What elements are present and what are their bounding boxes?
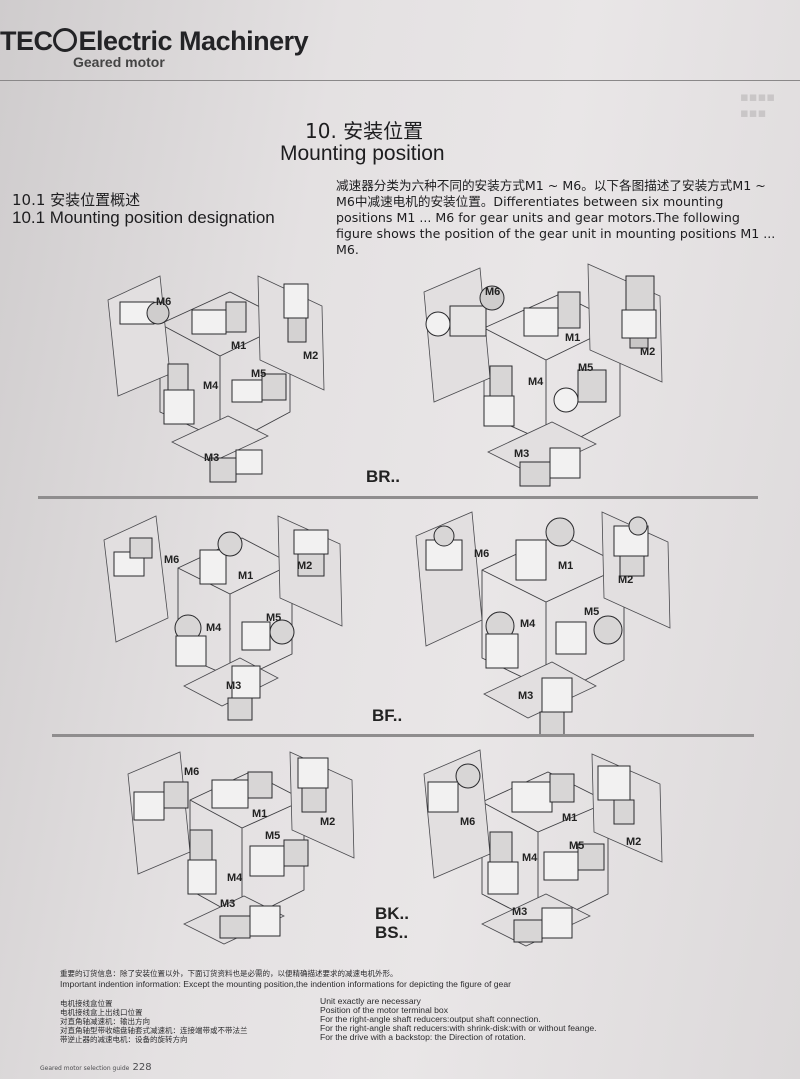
section-divider-2 bbox=[52, 734, 754, 737]
label-m6: M6 bbox=[460, 816, 476, 828]
label-m2: M2 bbox=[640, 346, 656, 358]
section-heading-en: 10.1 Mounting position designation bbox=[12, 208, 275, 227]
label-m2: M2 bbox=[320, 816, 336, 828]
label-m6: M6 bbox=[184, 766, 200, 778]
label-m4: M4 bbox=[203, 380, 219, 392]
requirement-en-3: For the right-angle shaft reducers:outpu… bbox=[320, 1014, 541, 1024]
section-divider-1 bbox=[38, 496, 758, 499]
diagram-bk-foot: M6 M1 M2 M5 M4 M3 bbox=[124, 748, 360, 958]
label-m1: M1 bbox=[562, 812, 578, 824]
label-m3: M3 bbox=[204, 452, 220, 464]
label-m5: M5 bbox=[578, 362, 594, 374]
diagram-bf-flange: M6 M1 M2 M4 M5 M3 bbox=[410, 510, 680, 742]
section-heading-cn: 10.1 安装位置概述 bbox=[12, 191, 141, 209]
guide-title: Geared motor selection guide bbox=[40, 1065, 130, 1072]
br-foot-drawing bbox=[107, 275, 325, 483]
label-m1: M1 bbox=[252, 808, 268, 820]
series-label-bk-bs: BK.. BS.. bbox=[375, 904, 409, 942]
label-m6: M6 bbox=[164, 554, 180, 566]
series-label-bk: BK.. bbox=[375, 904, 409, 923]
bleed-through-text: ▪▪▪▪▪▪▪ bbox=[740, 90, 776, 121]
label-m4: M4 bbox=[528, 376, 544, 388]
label-m5: M5 bbox=[266, 612, 282, 624]
label-m6: M6 bbox=[156, 296, 172, 308]
bf-foot-drawing bbox=[103, 515, 343, 721]
requirement-cn-2: 电机接线盒上出线口位置 bbox=[60, 1008, 143, 1017]
label-m4: M4 bbox=[522, 852, 538, 864]
brand-circle-icon bbox=[52, 28, 77, 52]
bk-foot-drawing bbox=[127, 751, 355, 945]
requirement-en-2: Position of the motor terminal box bbox=[320, 1005, 449, 1015]
bf-flange-drawing bbox=[415, 511, 671, 737]
label-m3: M3 bbox=[220, 898, 236, 910]
requirement-en-5: For the drive with a backstop: the Direc… bbox=[320, 1032, 526, 1042]
label-m5: M5 bbox=[251, 368, 267, 380]
requirement-en-4: For the right-angle shaft reducers:with … bbox=[320, 1023, 597, 1033]
label-m3: M3 bbox=[518, 690, 534, 702]
label-m6: M6 bbox=[474, 548, 490, 560]
label-m4: M4 bbox=[206, 622, 222, 634]
notice-cn: 重要的订货信息：除了安装位置以外，下面订货资料也是必需的，以便精确描述要求的减速… bbox=[60, 969, 398, 978]
label-m1: M1 bbox=[565, 332, 581, 344]
br-flange-drawing bbox=[423, 263, 663, 487]
header-divider bbox=[0, 80, 800, 81]
page-title-cn: 10. 安装位置 bbox=[305, 119, 424, 143]
label-m4: M4 bbox=[520, 618, 536, 630]
diagram-bk-flange: M6 M1 M2 M5 M4 M3 bbox=[420, 748, 670, 960]
intro-paragraph: 减速器分类为六种不同的安装方式M1 ~ M6。以下各图描述了安装方式M1 ~ M… bbox=[336, 178, 776, 257]
diagram-bf-foot: M6 M1 M2 M4 M5 M3 bbox=[100, 510, 350, 730]
label-m3: M3 bbox=[512, 906, 528, 918]
series-label-bf: BF.. bbox=[372, 706, 403, 725]
label-m3: M3 bbox=[514, 448, 530, 460]
label-m2: M2 bbox=[626, 836, 642, 848]
requirement-en-1: Unit exactly are necessary bbox=[320, 996, 421, 1006]
notice-en: Important indention information: Except … bbox=[60, 979, 511, 989]
diagram-br-foot: M6 M1 M2 M4 M5 M3 bbox=[100, 262, 340, 502]
series-label-bs: BS.. bbox=[375, 923, 409, 942]
label-m5: M5 bbox=[584, 606, 600, 618]
label-m3: M3 bbox=[226, 680, 242, 692]
label-m1: M1 bbox=[558, 560, 574, 572]
label-m5: M5 bbox=[265, 830, 281, 842]
label-m2: M2 bbox=[303, 350, 319, 362]
label-m5: M5 bbox=[569, 840, 585, 852]
page-title-en: Mounting position bbox=[280, 142, 445, 165]
label-m6: M6 bbox=[485, 286, 501, 298]
label-m1: M1 bbox=[231, 340, 247, 352]
requirement-cn-5: 带逆止器的减速电机：设备的旋转方向 bbox=[60, 1035, 188, 1044]
label-m1: M1 bbox=[238, 570, 254, 582]
series-label-br: BR.. bbox=[366, 467, 400, 486]
diagram-br-flange: M6 M1 M2 M4 M5 M3 bbox=[420, 262, 670, 502]
label-m2: M2 bbox=[297, 560, 313, 572]
header-subtitle: Geared motor bbox=[73, 54, 165, 70]
page-number: 228 bbox=[132, 1062, 152, 1073]
bk-flange-drawing bbox=[423, 749, 663, 947]
page-footer: Geared motor selection guide 228 bbox=[40, 1062, 152, 1073]
requirement-cn-4: 对直角轴型带收缩盘轴套式减速机：连接端带或不带法兰 bbox=[60, 1026, 248, 1035]
requirement-cn-3: 对直角轴减速机：输出方向 bbox=[60, 1017, 150, 1026]
label-m2: M2 bbox=[618, 574, 634, 586]
requirement-cn-1: 电机接线盒位置 bbox=[60, 999, 113, 1008]
label-m4: M4 bbox=[227, 872, 243, 884]
